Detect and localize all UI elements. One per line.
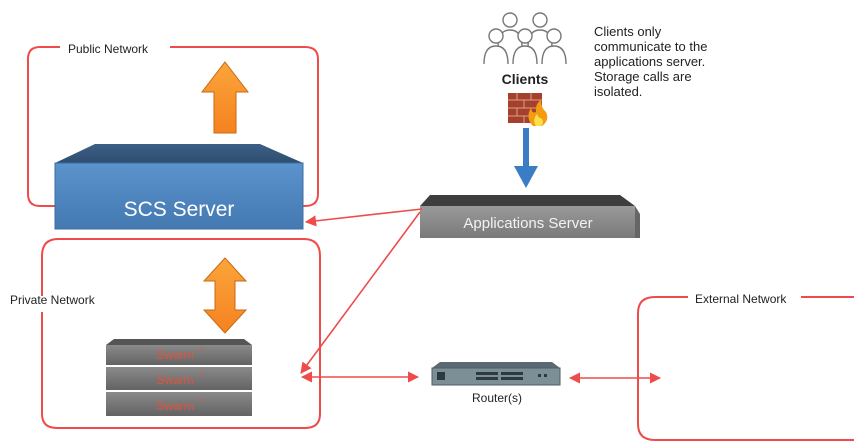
swarm-node-label: Swarm [156, 373, 193, 387]
note-line: communicate to the [594, 39, 708, 54]
people-icon [483, 12, 567, 65]
swarm-node: Swarm ™ [106, 392, 252, 416]
clients-note: Clients only communicate to the applicat… [594, 24, 794, 99]
note-line: Storage calls are [594, 69, 692, 84]
clients-to-app-arrow [514, 128, 538, 188]
applications-server-label: Applications Server [463, 215, 592, 232]
note-line: Clients only [594, 24, 662, 39]
note-line: applications server. [594, 54, 706, 69]
private-network-label: Private Network [10, 293, 96, 307]
clients-label: Clients [502, 71, 549, 87]
app-to-swarm-arrow [300, 211, 421, 374]
external-network-boundary: External Network [637, 292, 854, 441]
note-line: isolated. [594, 84, 643, 99]
swarm-node: Swarm ™ [106, 339, 252, 365]
public-network-label: Public Network [68, 42, 149, 56]
scs-server-label: SCS Server [124, 198, 235, 221]
swarm-node: Swarm ™ [106, 367, 252, 390]
swarm-trademark: ™ [198, 372, 204, 379]
private-network-boundary: Private Network [10, 238, 321, 429]
applications-server: Applications Server [420, 195, 640, 238]
swarm-trademark: ™ [198, 347, 204, 354]
public-up-arrow [200, 61, 250, 134]
router-label: Router(s) [472, 391, 522, 405]
scs-swarm-double-arrow [202, 257, 248, 334]
scs-server: SCS Server [54, 144, 304, 230]
swarm-node-label: Swarm [156, 348, 193, 362]
swarm-cluster: Swarm ™ Swarm ™ Swarm ™ [106, 339, 252, 416]
router-icon [431, 362, 561, 386]
external-network-label: External Network [695, 292, 787, 306]
swarm-node-label: Swarm [156, 399, 193, 413]
app-to-scs-arrow [304, 208, 423, 227]
firewall-icon [508, 93, 548, 126]
swarm-trademark: ™ [198, 398, 204, 405]
